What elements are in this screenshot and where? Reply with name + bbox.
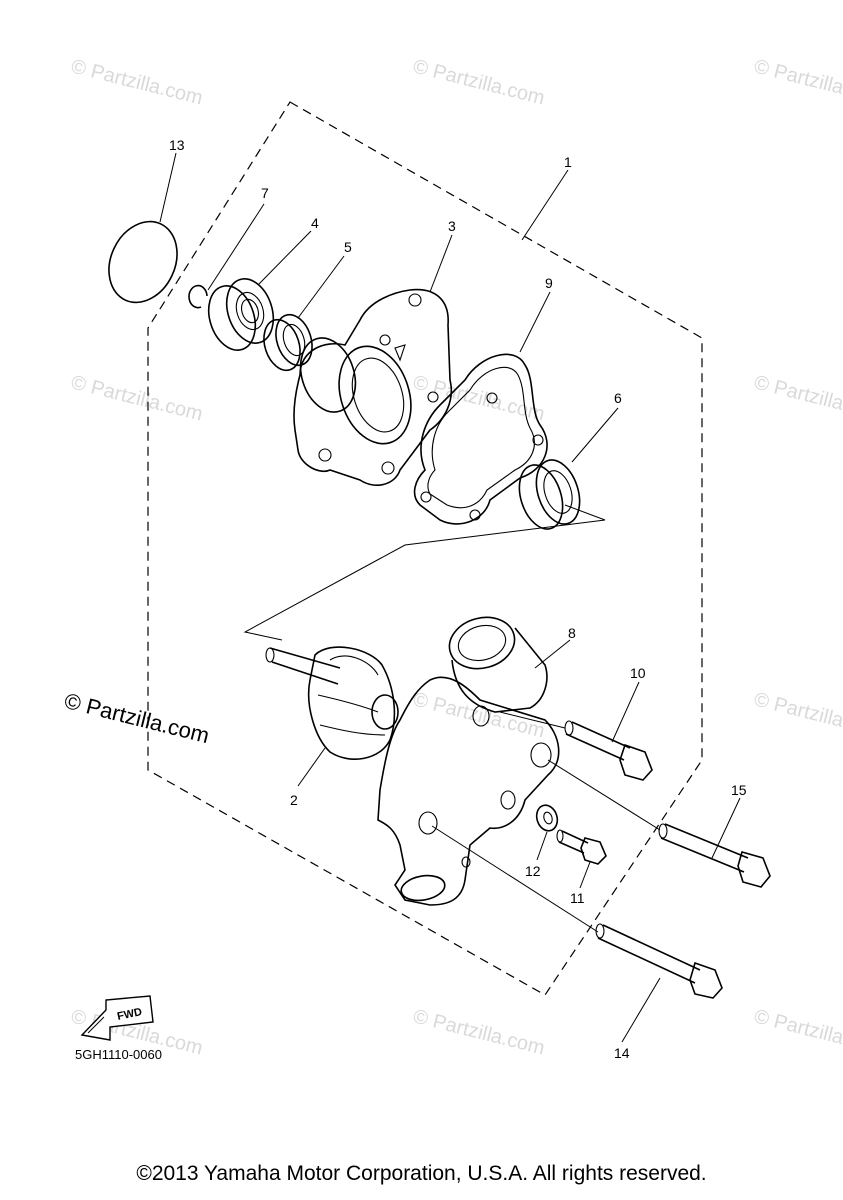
watermark: © Partzilla.com: [752, 372, 843, 426]
part-15-bolt: [547, 759, 771, 888]
part-4-bearing: [207, 278, 275, 351]
part-2-impeller-shaft: [265, 646, 399, 760]
fwd-arrow-icon: FWD: [80, 995, 154, 1041]
callout-1: 1: [564, 154, 572, 170]
diagram-code: 5GH1110-0060: [75, 1047, 162, 1062]
part-14-bolt: [431, 825, 723, 999]
callout-4: 4: [311, 215, 319, 231]
part-9-gasket: [413, 353, 548, 525]
watermark: © Partzilla.com: [69, 56, 205, 110]
part-8-pump-cover: [377, 616, 560, 906]
callout-10: 10: [630, 665, 646, 681]
assembly-boundary: [147, 101, 703, 996]
watermark: © Partzilla.com: [411, 689, 547, 743]
callout-13: 13: [169, 137, 185, 153]
callout-7: 7: [261, 185, 269, 201]
callouts: 1 2 3 4 5 6 7 8 9 10 11 12 13 14 15: [159, 137, 747, 1061]
callout-8: 8: [568, 625, 576, 641]
part-7-circlip: [188, 284, 208, 309]
watermarks: © Partzilla.com © Partzilla.com © Partzi…: [69, 56, 843, 1060]
watermark: © Partzilla.com: [752, 1006, 843, 1060]
watermark: © Partzilla.com: [411, 56, 547, 110]
callout-2: 2: [290, 792, 298, 808]
fwd-label: FWD: [116, 1006, 143, 1023]
callout-9: 9: [545, 275, 553, 291]
watermark: © Partzilla.com: [69, 372, 205, 426]
callout-15: 15: [731, 782, 747, 798]
part-12-washer: [535, 804, 559, 832]
callout-11: 11: [570, 890, 585, 906]
part-3-pump-housing: [293, 288, 452, 486]
watermark: © Partzilla.com: [752, 56, 843, 110]
copyright-notice: ©2013 Yamaha Motor Corporation, U.S.A. A…: [136, 1162, 707, 1185]
part-11-bolt: [556, 829, 607, 865]
callout-6: 6: [614, 390, 622, 406]
shaft-alignment-line: [243, 519, 606, 641]
watermark: © Partzilla.com: [752, 689, 843, 743]
watermark: © Partzilla.com: [411, 1006, 547, 1060]
part-6-mechanical-seal: [518, 459, 606, 530]
callout-14: 14: [614, 1045, 630, 1061]
part-10-bolt: [499, 711, 653, 781]
callout-12: 12: [525, 863, 541, 879]
callout-5: 5: [344, 239, 352, 255]
part-13-o-ring: [108, 220, 178, 304]
callout-3: 3: [448, 218, 456, 234]
